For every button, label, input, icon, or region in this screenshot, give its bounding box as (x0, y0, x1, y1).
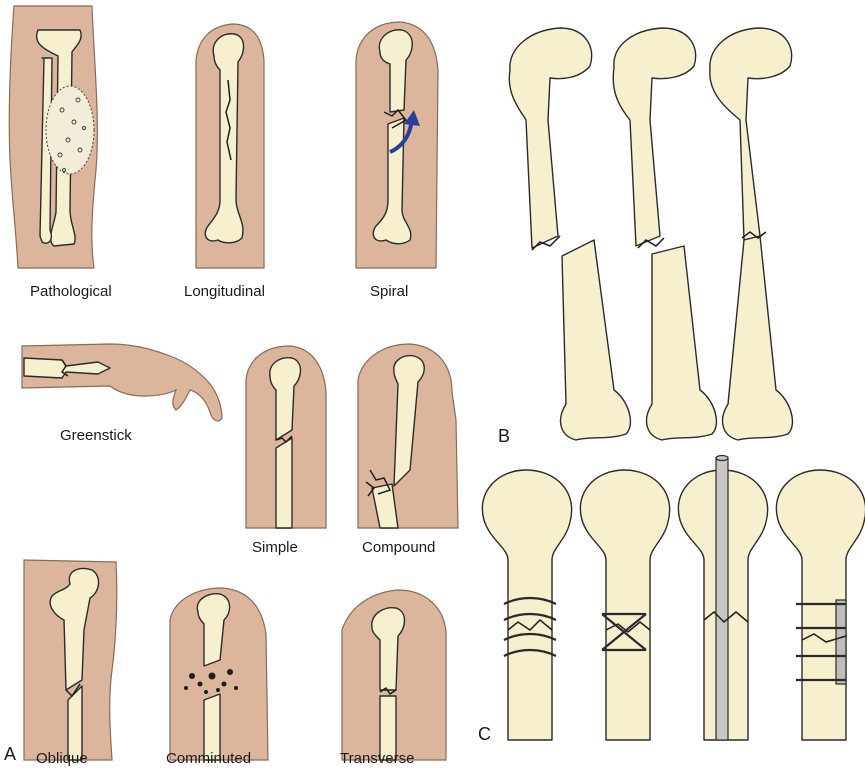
spiral-figure (355, 21, 439, 269)
intramedullary-rod (715, 457, 729, 741)
oblique-figure (23, 559, 118, 761)
label-longitudinal: Longitudinal (184, 283, 265, 300)
femur-displaced (508, 27, 632, 441)
label-spiral: Spiral (370, 283, 409, 300)
panel-label-c: C (478, 724, 491, 744)
label-simple: Simple (252, 539, 298, 556)
compound-figure (357, 343, 459, 529)
bone-fragments (184, 669, 238, 694)
fixation-cerclage-wire (481, 469, 573, 741)
label-comminuted: Comminuted (166, 750, 252, 767)
pathological-figure (8, 5, 98, 269)
label-oblique: Oblique (36, 750, 88, 767)
simple-figure (245, 345, 327, 529)
panel-label-b: B (498, 426, 511, 446)
bone-plate (835, 599, 847, 685)
fixation-plate-screws (775, 469, 865, 741)
transverse-figure (341, 589, 447, 761)
femur-partial (612, 27, 718, 441)
label-greenstick: Greenstick (60, 427, 132, 444)
label-pathological: Pathological (30, 283, 112, 300)
tumor-mass (45, 85, 95, 175)
fixation-intramedullary-rod (677, 454, 769, 741)
comminuted-figure (169, 587, 269, 761)
femur-aligned (709, 27, 794, 441)
label-compound: Compound (362, 539, 436, 556)
fixation-crossed-wire (579, 469, 671, 741)
longitudinal-figure (195, 23, 265, 269)
panel-label-a: A (4, 744, 17, 764)
label-transverse: Transverse (340, 750, 415, 767)
greenstick-figure (21, 343, 223, 422)
